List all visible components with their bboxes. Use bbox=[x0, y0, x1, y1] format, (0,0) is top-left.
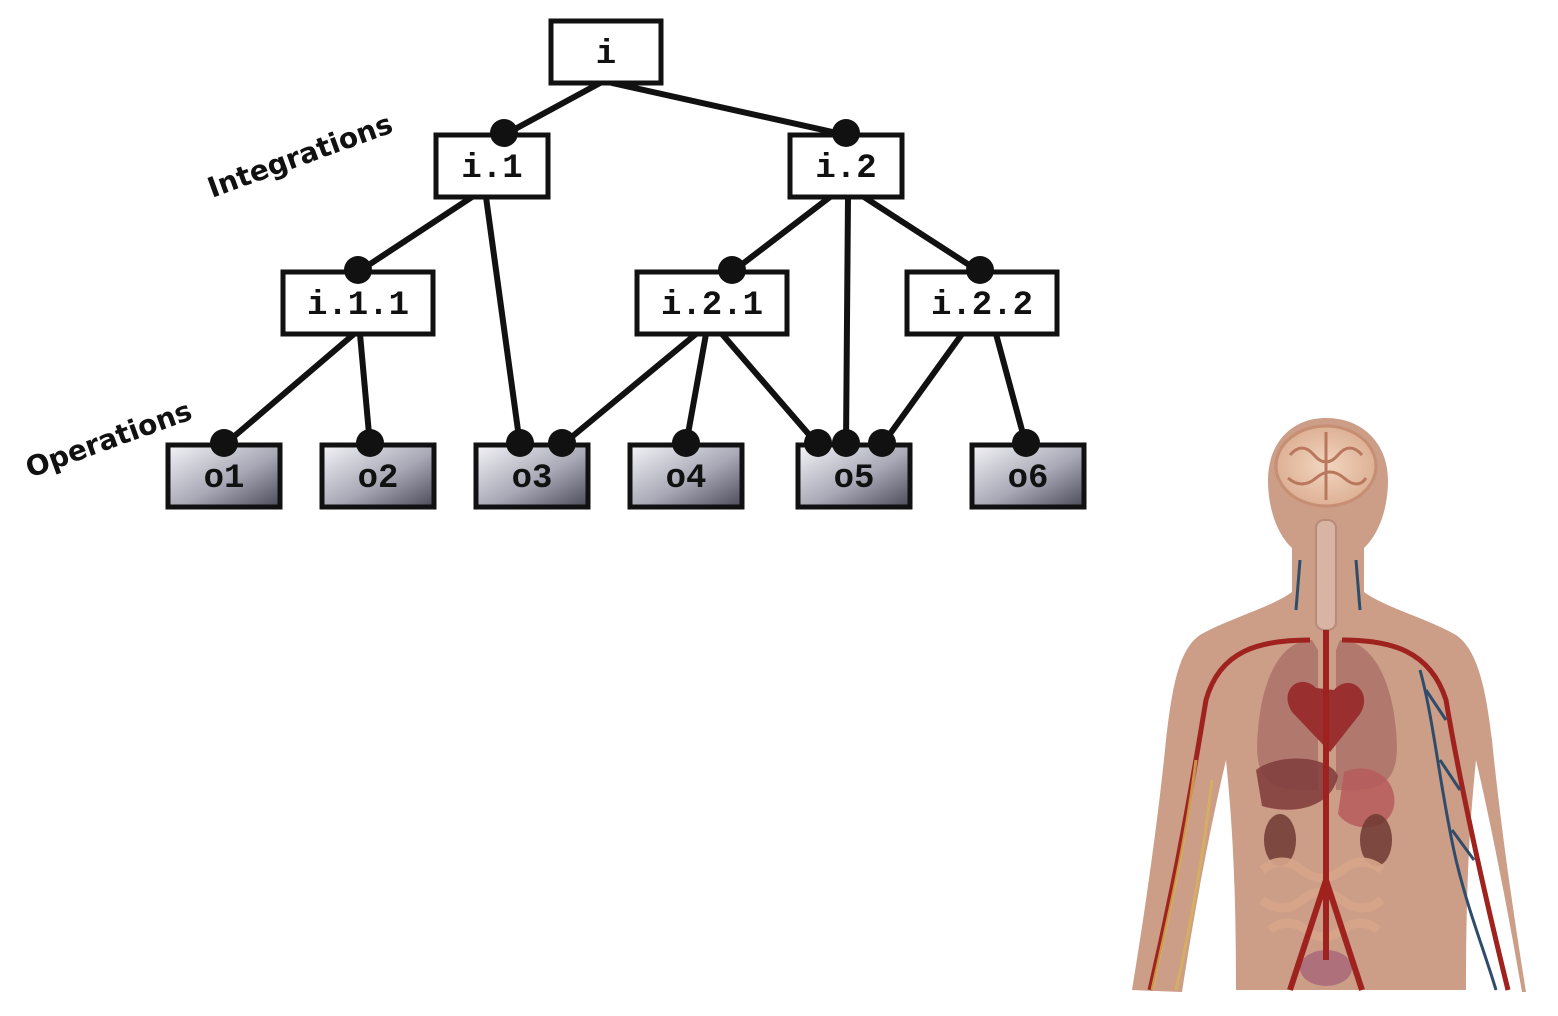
operation-node-o3: o3 bbox=[473, 442, 591, 510]
edge-i2-o5 bbox=[843, 194, 851, 448]
edge-endpoint-i21-o4 bbox=[672, 429, 700, 457]
human-anatomy-illustration bbox=[1132, 418, 1526, 992]
node-label: i.1 bbox=[461, 150, 522, 188]
left-arm-tendons bbox=[1150, 759, 1214, 991]
left-lung bbox=[1257, 640, 1318, 790]
bladder bbox=[1300, 950, 1352, 986]
right-lung bbox=[1336, 640, 1397, 790]
edge-endpoint-i2-i22 bbox=[966, 256, 994, 284]
brain-folds bbox=[1287, 432, 1368, 500]
node-label: i.2 bbox=[815, 150, 876, 188]
edge-i21-o3 bbox=[559, 331, 699, 448]
tree-nodes: i i.1 i.2 i.1.1 i.2.1 i.2.2 o1 o2 o3 o4 o5 o6 bbox=[165, 18, 1087, 510]
edge-endpoint-i-i1 bbox=[490, 119, 518, 147]
edge-endpoint-i-i2 bbox=[832, 119, 860, 147]
edge-endpoint-i11-o2 bbox=[356, 429, 384, 457]
edge-endpoint-i22-o6 bbox=[1012, 429, 1040, 457]
liver bbox=[1256, 758, 1338, 810]
node-box bbox=[634, 269, 790, 337]
operation-node-o1: o1 bbox=[165, 442, 283, 510]
edge-endpoint-i21-o3 bbox=[548, 429, 576, 457]
tree-edges bbox=[221, 80, 1029, 448]
edge-i21-o5 bbox=[719, 331, 821, 448]
node-box bbox=[473, 442, 591, 510]
node-label: i.2.2 bbox=[931, 287, 1033, 325]
node-box bbox=[165, 442, 283, 510]
left-kidney bbox=[1264, 814, 1296, 866]
edge-endpoint-i2-i21 bbox=[718, 256, 746, 284]
stomach bbox=[1338, 768, 1395, 828]
node-label: i.1.1 bbox=[307, 287, 409, 325]
node-label: o4 bbox=[666, 460, 707, 498]
edge-endpoint-i22-o5 bbox=[868, 429, 896, 457]
node-label: i bbox=[596, 36, 616, 74]
edge-endpoint-i2-o5 bbox=[832, 429, 860, 457]
edge-i1-o3 bbox=[483, 194, 523, 448]
edge-i11-o2 bbox=[357, 331, 373, 448]
right-kidney bbox=[1360, 814, 1392, 866]
edge-i21-o4 bbox=[683, 331, 709, 448]
node-label: o6 bbox=[1008, 460, 1049, 498]
edge-endpoint-i1-o3 bbox=[506, 429, 534, 457]
edge-i22-o5 bbox=[879, 331, 965, 448]
edge-i2-i21 bbox=[729, 194, 833, 275]
arm-arteries bbox=[1147, 637, 1511, 991]
edge-i1-i11 bbox=[355, 194, 475, 275]
node-label: o5 bbox=[834, 460, 875, 498]
edge-i-i2 bbox=[609, 80, 849, 138]
node-label: o2 bbox=[358, 460, 399, 498]
edge-endpoint-i21-o5 bbox=[804, 429, 832, 457]
node-label: o1 bbox=[204, 460, 245, 498]
arm-veins bbox=[1294, 559, 1498, 991]
integration-node-i21: i.2.1 bbox=[634, 269, 790, 337]
edge-endpoint-i1-i11 bbox=[344, 256, 372, 284]
edge-i11-o1 bbox=[221, 331, 357, 448]
node-box bbox=[433, 132, 551, 200]
node-label: i.2.1 bbox=[661, 287, 763, 325]
aorta bbox=[1287, 630, 1365, 991]
integration-node-i2: i.2 bbox=[787, 132, 905, 200]
integration-node-i: i bbox=[548, 18, 664, 86]
edge-i-i1 bbox=[501, 80, 603, 138]
edge-i2-i22 bbox=[861, 194, 983, 275]
node-box bbox=[548, 18, 664, 86]
node-box bbox=[787, 132, 905, 200]
integrations-label: Integrations bbox=[203, 107, 397, 204]
trachea bbox=[1315, 519, 1337, 631]
node-label: o3 bbox=[512, 460, 553, 498]
edge-i22-o6 bbox=[993, 331, 1029, 448]
edge-endpoint-i11-o1 bbox=[210, 429, 238, 457]
integration-node-i1: i.1 bbox=[433, 132, 551, 200]
